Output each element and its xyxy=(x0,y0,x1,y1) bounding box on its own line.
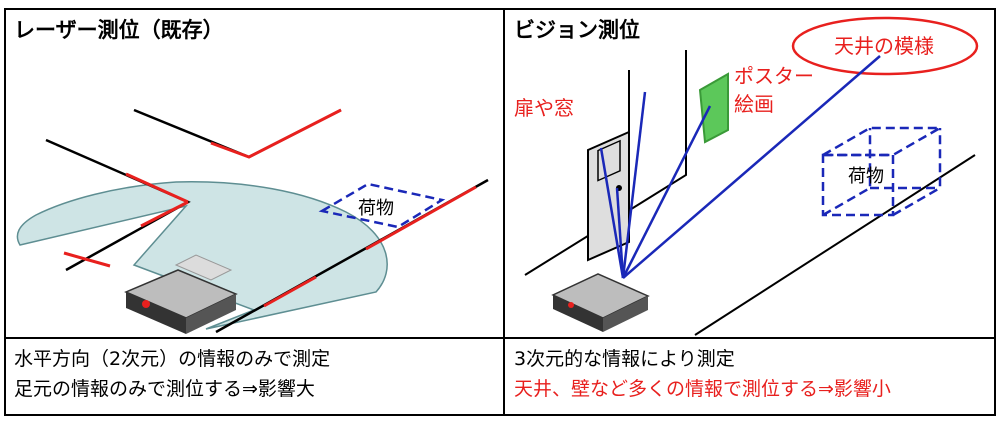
poster-label-line2: 絵画 xyxy=(734,92,774,116)
laser-scene xyxy=(16,108,489,334)
wall-left-red-3 xyxy=(63,251,111,268)
right-cargo-label: 荷物 xyxy=(848,166,884,187)
poster xyxy=(698,72,729,144)
wall-right-red-1 xyxy=(263,275,317,308)
wall-upper-red xyxy=(210,108,342,159)
cargo-box xyxy=(318,182,446,229)
left-desc-line2: 足元の情報のみで測位する⇒影響大 xyxy=(14,378,315,400)
vision-rays xyxy=(599,55,881,279)
wall-upper xyxy=(133,108,342,159)
ceiling-pattern-ellipse xyxy=(791,16,979,76)
left-panel-title: レーザー測位（既存） xyxy=(14,18,224,42)
door-window-label: 扉や窓 xyxy=(514,96,574,120)
poster-label-line1: ポスター xyxy=(734,64,814,88)
panel-divider xyxy=(503,8,505,416)
diagram-frame xyxy=(4,8,996,416)
wall-left-red-2 xyxy=(140,200,189,228)
wall-right-red-2 xyxy=(365,185,477,251)
vision-scene xyxy=(524,16,979,336)
right-panel-title: ビジョン測位 xyxy=(514,18,640,42)
robot xyxy=(551,273,650,332)
cargo-cube xyxy=(818,126,945,217)
right-desc-line1: 3次元的な情報により測定 xyxy=(514,348,735,370)
ceiling-pattern-label: 天井の模様 xyxy=(834,34,934,58)
robot xyxy=(124,254,238,334)
description-divider xyxy=(4,337,996,339)
floor-line xyxy=(694,154,976,336)
wall-left-red-1 xyxy=(125,172,189,204)
right-desc-line2: 天井、壁など多くの情報で測位する⇒影響小 xyxy=(514,378,891,400)
left-cargo-label: 荷物 xyxy=(358,198,394,219)
left-desc-line1: 水平方向（2次元）の情報のみで測定 xyxy=(14,348,331,370)
